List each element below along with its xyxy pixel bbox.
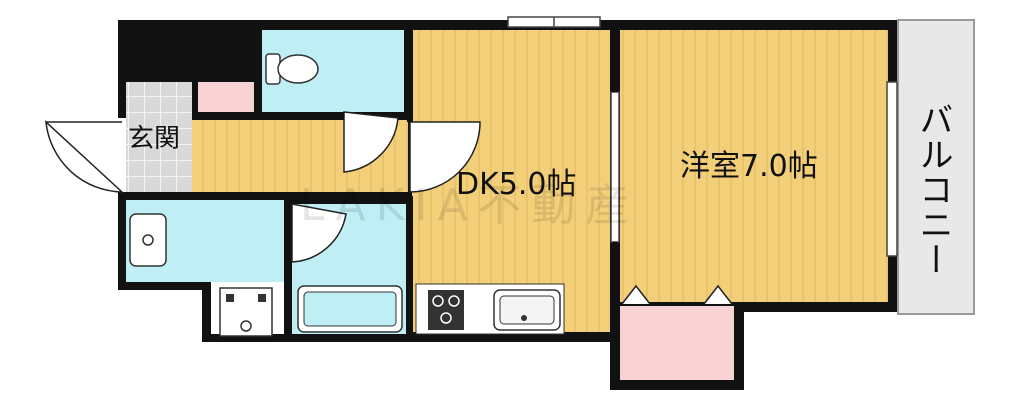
bath-door-swing (291, 203, 347, 263)
balcony-window (886, 81, 898, 257)
bathtub-icon (297, 285, 403, 333)
western-room-label: 洋室7.0帖 (680, 149, 818, 184)
kitchen-sink-icon (493, 289, 561, 331)
entrance-label: 玄関 (128, 124, 181, 154)
entrance-floor (126, 82, 192, 192)
closet-door-left (621, 284, 651, 305)
watermark-text: LAKIA不動産 (300, 180, 640, 231)
sink-icon (129, 213, 167, 267)
toilet-icon (265, 53, 319, 85)
stove-icon (428, 290, 464, 330)
dining-kitchen-label: DK5.0帖 (456, 167, 577, 202)
balcony-label: バルコニー (913, 102, 953, 277)
shoe-storage (198, 82, 254, 112)
closet-door-right (703, 284, 733, 305)
dk-door-swing (409, 121, 481, 193)
closet-storage (620, 306, 734, 380)
western-room-floor (620, 30, 888, 302)
entrance-door-swing (45, 120, 124, 193)
closet-dark (118, 20, 258, 78)
balcony-area (897, 19, 975, 315)
washing-machine-icon (219, 287, 273, 337)
toilet-door-swing (343, 111, 399, 173)
